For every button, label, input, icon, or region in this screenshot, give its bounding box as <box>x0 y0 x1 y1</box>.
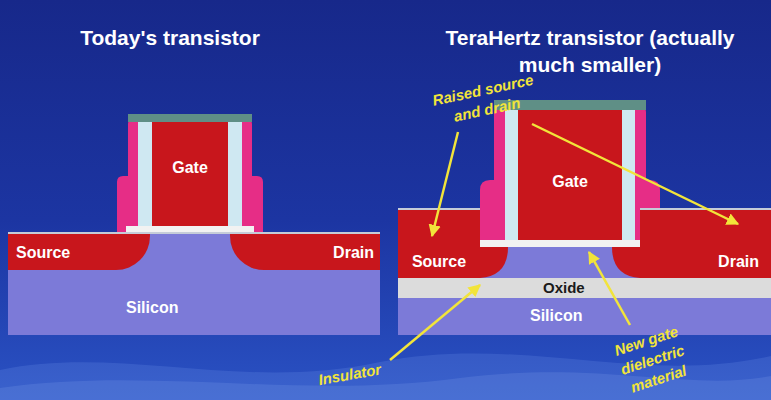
gate-dielectric <box>478 240 662 247</box>
spacer <box>242 118 263 232</box>
left-gate-stack <box>117 114 263 232</box>
heading: Today's transistor <box>10 24 330 51</box>
liner <box>505 106 518 240</box>
raised-source-region: Source <box>398 208 480 278</box>
gate-region: Gate <box>518 110 622 240</box>
gate-region: Gate <box>152 122 228 226</box>
leader-line <box>390 285 480 360</box>
source-extension <box>480 247 508 278</box>
liner <box>228 118 242 228</box>
spacer <box>480 106 505 240</box>
liner <box>138 118 152 228</box>
right-gate-stack <box>478 100 662 278</box>
drain-extension <box>612 247 640 278</box>
heading-box: TeraHertz transistor (actually much smal… <box>420 24 760 78</box>
node-label: Source <box>16 243 150 262</box>
liner <box>622 106 635 240</box>
gate-cap <box>128 114 252 122</box>
node-label: Silicon <box>126 298 380 317</box>
source-region: Source <box>8 234 150 270</box>
heading-box: Today's transistor <box>10 24 330 51</box>
heading: TeraHertz transistor (actually much smal… <box>420 24 760 78</box>
node-label: Gate <box>152 158 228 177</box>
node-label: Oxide <box>543 279 771 297</box>
channel <box>480 247 640 278</box>
callout-label-box: Insulator <box>317 358 391 390</box>
node-label: Silicon <box>530 306 771 325</box>
silicon-substrate: Silicon Source Drain <box>8 232 380 335</box>
node-label: Drain <box>640 252 759 271</box>
spacer <box>117 118 138 232</box>
oxide-layer: Oxide <box>398 278 771 298</box>
raised-drain-region: Drain <box>640 208 771 278</box>
leader-line <box>532 124 738 224</box>
node-label: Source <box>398 252 480 271</box>
leader-line <box>432 132 458 236</box>
leader-line <box>589 252 630 325</box>
callout-label: Insulator <box>317 358 391 390</box>
silicon-substrate: Silicon <box>398 298 771 335</box>
node-label: Drain <box>230 243 374 262</box>
node-label: Gate <box>518 172 622 191</box>
drain-region: Drain <box>230 234 380 270</box>
